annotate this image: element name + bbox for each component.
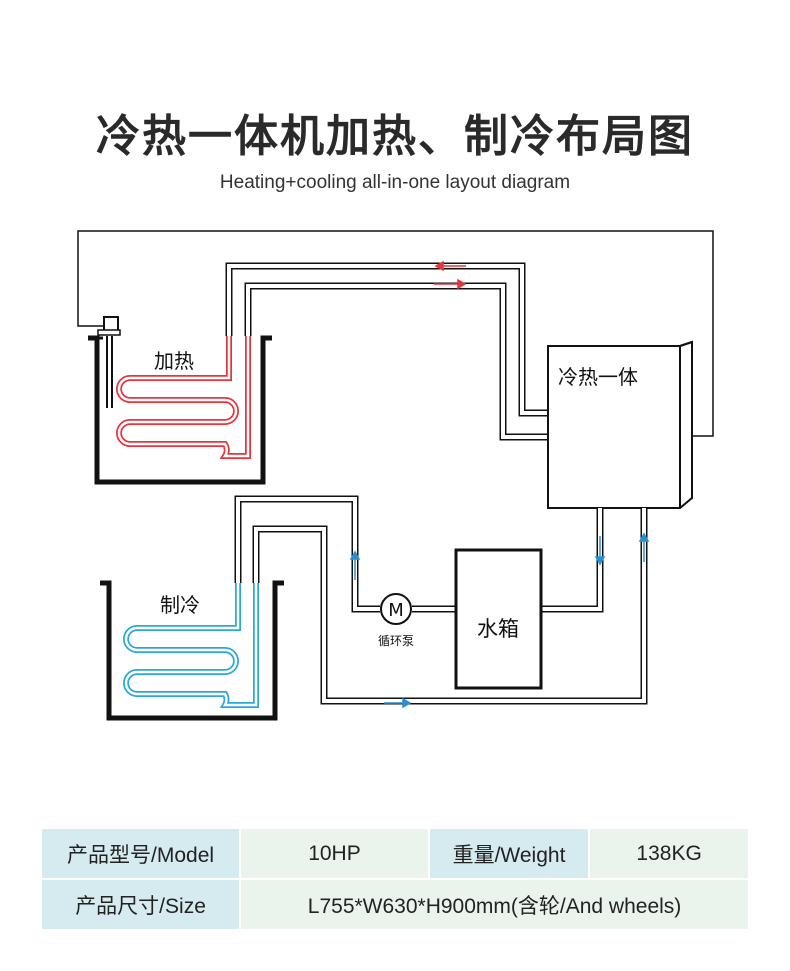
heater-probe (97, 316, 121, 408)
model-value: 10HP (239, 827, 430, 880)
unit-label: 冷热一体 (558, 365, 638, 389)
weight-value: 138KG (588, 827, 750, 880)
page-title: 冷热一体机加热、制冷布局图 (96, 111, 694, 162)
cooling-pipes (234, 495, 648, 705)
tank-label: 水箱 (477, 617, 519, 641)
model-label: 产品型号/Model (39, 827, 242, 880)
control-cable (77, 230, 714, 437)
spec-table: 产品型号/Model 10HP 重量/Weight 138KG 产品尺寸/Siz… (39, 827, 750, 931)
heating-tank (88, 335, 272, 485)
pump-label: 循环泵 (378, 634, 414, 648)
heating-label: 加热 (154, 349, 194, 373)
cold-flow-arrows (349, 532, 650, 709)
heating-pipes (225, 262, 548, 441)
layout-diagram: 加热 冷热一体 制冷 (77, 230, 714, 721)
weight-label: 重量/Weight (427, 827, 591, 880)
hot-flow-arrows (434, 260, 467, 290)
page-subtitle: Heating+cooling all-in-one layout diagra… (219, 172, 571, 193)
size-label: 产品尺寸/Size (39, 878, 242, 931)
spec-row-size: 产品尺寸/Size L755*W630*H900mm(含轮/And wheels… (39, 878, 750, 931)
size-value: L755*W630*H900mm(含轮/And wheels) (239, 878, 750, 931)
pump-symbol: M (388, 600, 404, 621)
water-tank (454, 548, 543, 690)
heating-coil (116, 336, 251, 459)
unit-box (547, 340, 693, 509)
cooling-coil (123, 583, 259, 708)
circulation-pump (380, 593, 412, 625)
cooling-label: 制冷 (160, 593, 200, 617)
cooling-tank (100, 580, 284, 721)
spec-row-model: 产品型号/Model 10HP 重量/Weight 138KG (39, 827, 750, 880)
